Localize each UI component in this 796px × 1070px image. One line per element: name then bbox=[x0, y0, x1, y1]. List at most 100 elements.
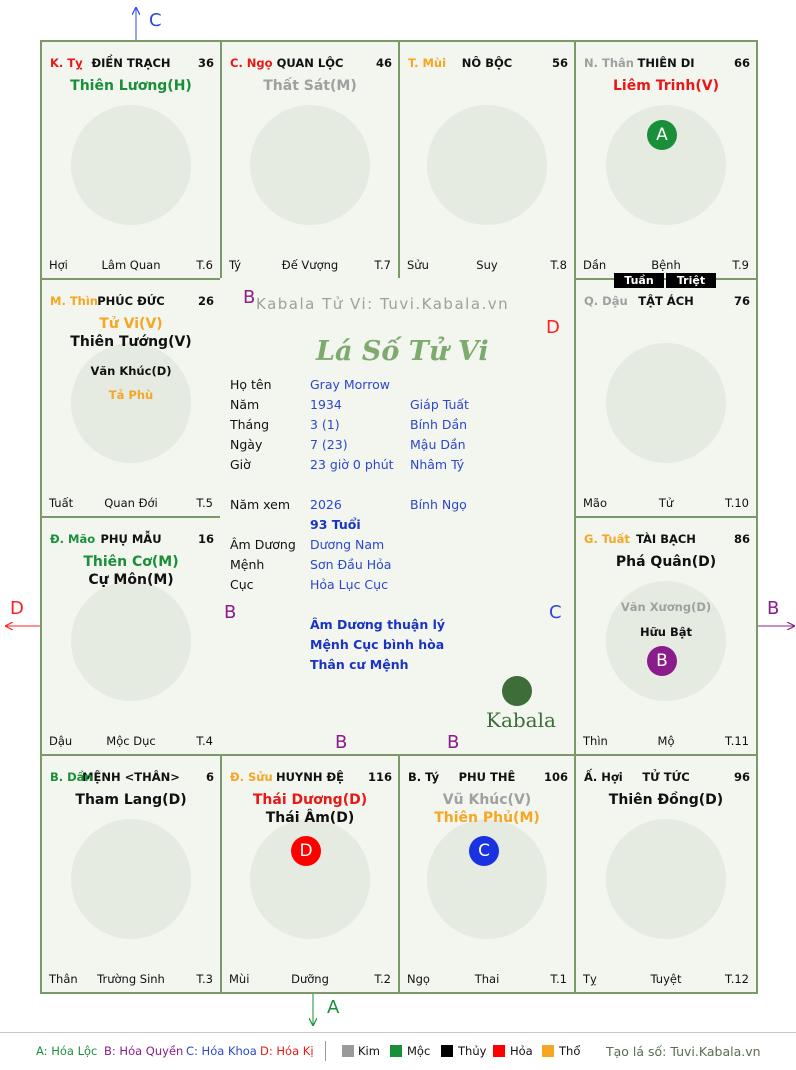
palace-age: 56 bbox=[551, 56, 568, 70]
earthly-branch: Dần bbox=[583, 258, 607, 272]
note-line: Âm Dương thuận lý bbox=[310, 617, 446, 632]
main-star: Tham Lang(D) bbox=[75, 792, 187, 808]
legend-site-link[interactable]: Tạo lá số: Tuvi.Kabala.vn bbox=[606, 1044, 761, 1059]
palace-age: 116 bbox=[367, 770, 392, 784]
zodiac-animal-watermark bbox=[71, 342, 191, 463]
palace-name: TÀI BẠCH bbox=[636, 532, 696, 546]
main-star: Thiên Phủ(M) bbox=[434, 810, 540, 826]
legend-moc: Mộc bbox=[407, 1044, 431, 1058]
main-star: Thái Âm(D) bbox=[265, 810, 355, 826]
info-canchi: Bính Dần bbox=[410, 417, 468, 432]
month-index: T.5 bbox=[196, 496, 213, 510]
c-top-label: C bbox=[149, 10, 162, 31]
legend-hoa-khoa: C: Hóa Khoa bbox=[186, 1044, 257, 1058]
zodiac-animal-watermark bbox=[71, 580, 191, 701]
life-stage: Trường Sinh bbox=[97, 972, 165, 986]
zodiac-animal-watermark bbox=[606, 818, 726, 939]
info-value: Sơn Đầu Hỏa bbox=[310, 557, 392, 572]
palace-age: 16 bbox=[197, 532, 214, 546]
info-label: Âm Dương bbox=[230, 537, 296, 552]
life-stage: Lâm Quan bbox=[101, 258, 161, 272]
info-value: 3 (1) bbox=[310, 417, 340, 432]
life-stage: Tuyệt bbox=[650, 972, 682, 986]
minor-star: Văn Khúc(D) bbox=[90, 364, 172, 378]
info-label: Cục bbox=[230, 577, 254, 592]
earthly-branch: Tuất bbox=[49, 496, 74, 510]
heavenly-stem: T. Mùi bbox=[408, 56, 447, 70]
info-label: Ngày bbox=[230, 437, 263, 452]
life-stage: Mộc Dục bbox=[106, 734, 156, 748]
tho-swatch bbox=[542, 1045, 554, 1057]
earthly-branch: Thìn bbox=[583, 734, 608, 748]
life-stage: Suy bbox=[476, 258, 498, 272]
month-index: T.12 bbox=[725, 972, 749, 986]
palace-name: TẬT ÁCH bbox=[638, 294, 694, 308]
heavenly-stem: Q. Dậu bbox=[584, 294, 628, 308]
life-stage: Quan Đới bbox=[104, 496, 158, 510]
chart-title: Lá Số Tử Vi bbox=[316, 336, 489, 367]
info-canchi: Mậu Dần bbox=[410, 437, 466, 452]
zodiac-animal-watermark bbox=[427, 104, 547, 225]
zodiac-animal-watermark bbox=[250, 104, 370, 225]
main-star: Tử Vi(V) bbox=[99, 316, 163, 332]
zodiac-animal-watermark bbox=[71, 104, 191, 225]
b-right-label: B bbox=[767, 598, 780, 619]
main-star: Liêm Trinh(V) bbox=[613, 78, 719, 94]
b-label-3: B bbox=[335, 732, 348, 753]
palace-name: TỬ TỨC bbox=[642, 770, 690, 784]
palace-name: THIÊN DI bbox=[637, 56, 695, 70]
a-bottom-label: A bbox=[327, 997, 340, 1018]
info-label: Giờ bbox=[230, 457, 251, 472]
tuan-tag: Tuần bbox=[614, 273, 664, 288]
earthly-branch: Hợi bbox=[49, 258, 68, 272]
transformation-marker-c: C bbox=[469, 836, 499, 866]
kabala-logo-icon bbox=[502, 676, 532, 706]
life-stage: Thai bbox=[474, 972, 500, 986]
life-stage: Mộ bbox=[657, 734, 675, 748]
nam-xem-label: Năm xem bbox=[230, 497, 291, 512]
legend-hoa: Hỏa bbox=[510, 1044, 533, 1058]
info-value: Hỏa Lục Cục bbox=[310, 577, 388, 592]
life-stage: Bệnh bbox=[651, 258, 681, 272]
info-value: 1934 bbox=[310, 397, 342, 412]
palace-age: 46 bbox=[375, 56, 392, 70]
palace-age: 86 bbox=[733, 532, 750, 546]
hoa-swatch bbox=[493, 1045, 505, 1057]
info-label: Năm bbox=[230, 397, 260, 412]
thuy-swatch bbox=[441, 1045, 453, 1057]
earthly-branch: Mão bbox=[583, 496, 608, 510]
month-index: T.6 bbox=[196, 258, 213, 272]
palace-name: PHU THÊ bbox=[458, 770, 516, 784]
b-label-1: B bbox=[243, 287, 256, 308]
legend-kim: Kim bbox=[358, 1044, 380, 1058]
info-label: Mệnh bbox=[230, 557, 265, 572]
palace-name: NÔ BỘC bbox=[461, 56, 513, 70]
palace-age: 66 bbox=[733, 56, 750, 70]
zodiac-animal-watermark bbox=[606, 580, 726, 701]
info-canchi: Giáp Tuất bbox=[410, 397, 469, 412]
heavenly-stem: C. Ngọ bbox=[230, 56, 273, 70]
legend-divider bbox=[325, 1041, 326, 1061]
palace-name: HUYNH ĐỆ bbox=[275, 770, 345, 784]
info-label: Họ tên bbox=[230, 377, 272, 392]
heavenly-stem: N. Thân bbox=[584, 56, 634, 70]
main-star: Thiên Lương(H) bbox=[70, 78, 192, 94]
main-star: Thiên Đồng(D) bbox=[608, 792, 724, 808]
triet-tag: Triệt bbox=[666, 273, 716, 288]
age-value: 93 Tuổi bbox=[310, 517, 361, 532]
month-index: T.2 bbox=[374, 972, 391, 986]
main-star: Cự Môn(M) bbox=[88, 572, 174, 588]
main-star: Thiên Cơ(M) bbox=[83, 554, 179, 570]
